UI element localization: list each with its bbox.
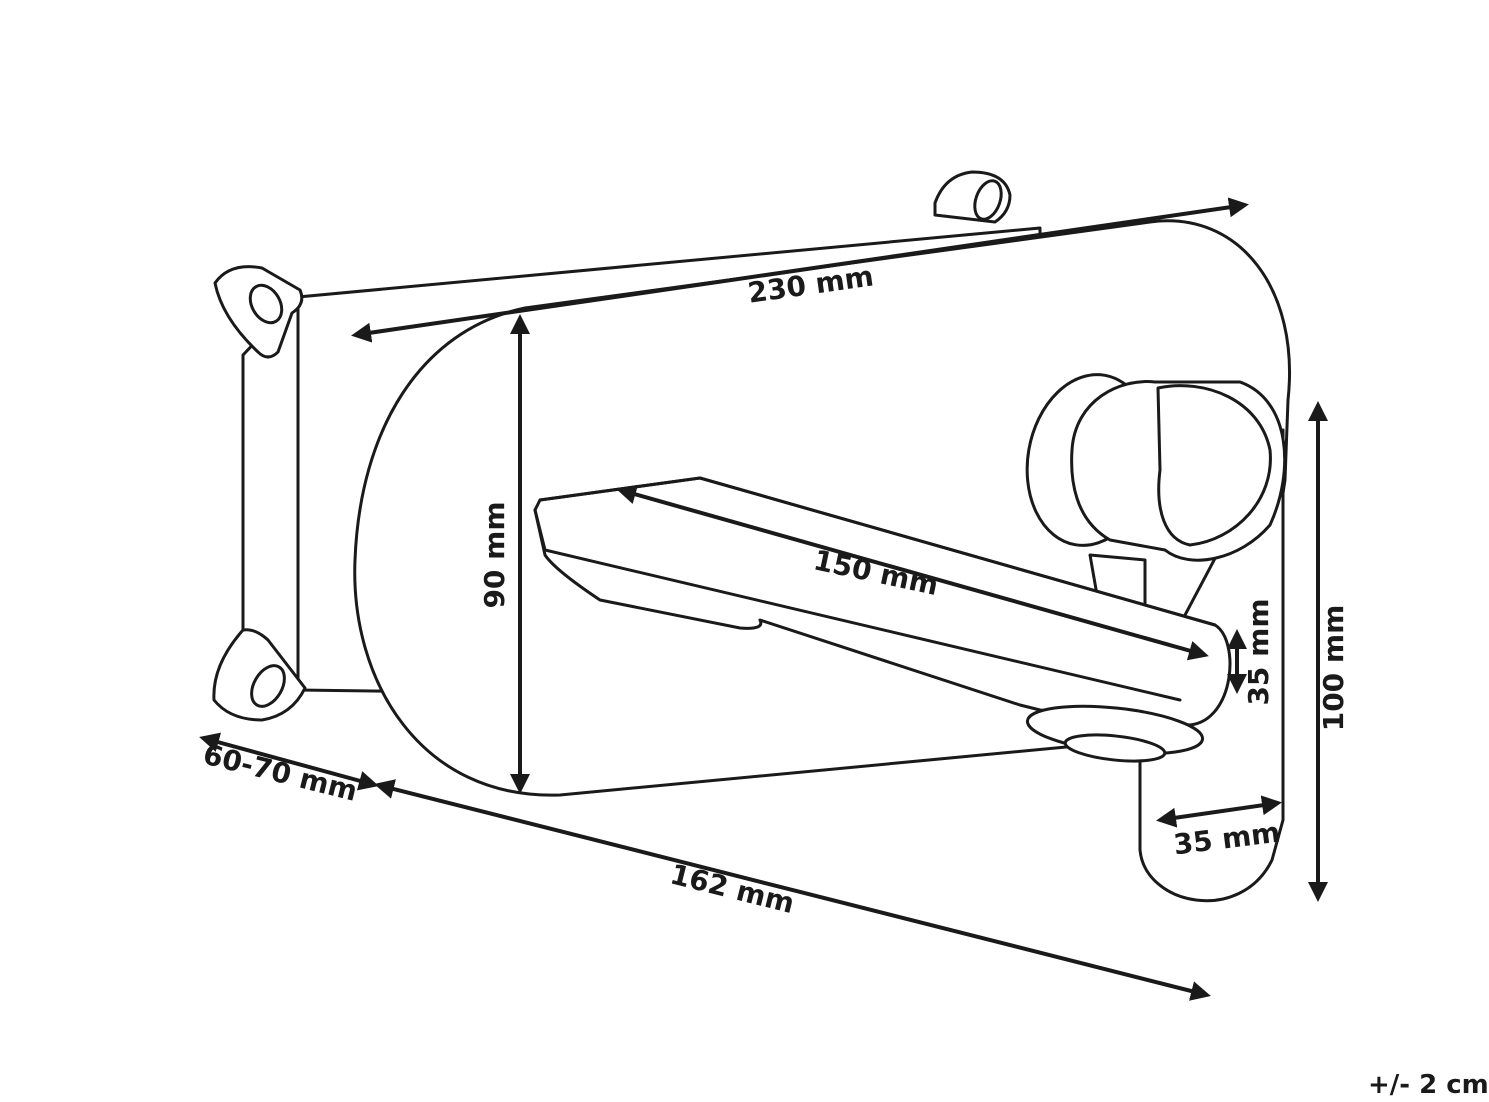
label-100mm: 100 mm	[1317, 605, 1350, 732]
mixer-handle	[1025, 373, 1287, 562]
label-90mm: 90 mm	[478, 501, 511, 608]
dim-line-150	[616, 484, 1209, 661]
dim-line-230	[351, 197, 1249, 343]
mounting-lug-top-right	[933, 170, 1012, 224]
dim-line-35-horizontal	[1156, 795, 1282, 828]
mounting-lug-top-left	[213, 265, 304, 359]
label-60-70mm: 60-70 mm	[200, 738, 361, 808]
mounting-lug-bottom-left	[212, 628, 307, 722]
tolerance-note: +/- 2 cm	[1368, 1070, 1489, 1100]
dim-line-162	[374, 779, 1211, 1001]
label-35mm-vertical: 35 mm	[1242, 598, 1275, 705]
dim-line-60-70	[199, 732, 379, 791]
label-162mm: 162 mm	[667, 857, 798, 920]
